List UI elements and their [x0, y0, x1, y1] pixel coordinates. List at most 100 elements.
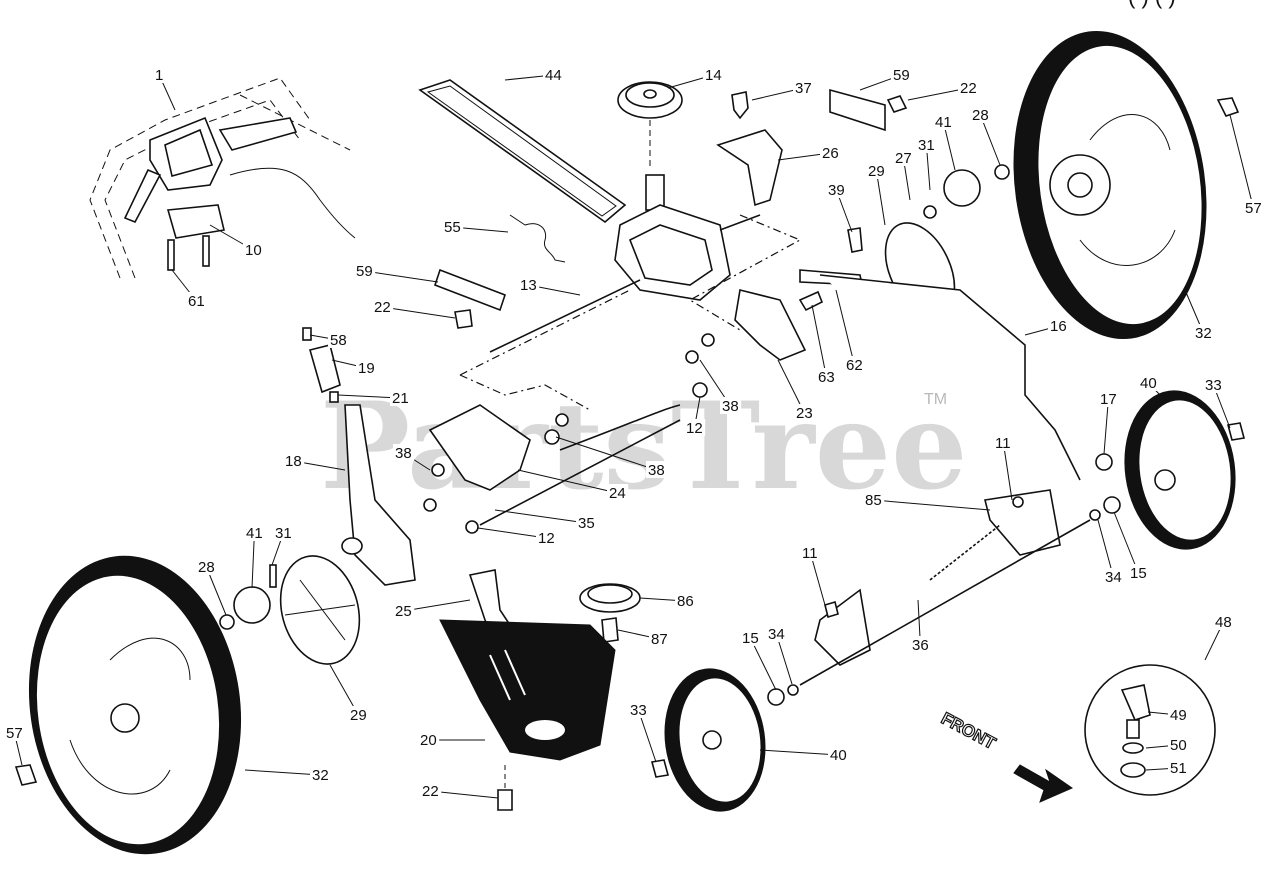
callout-leader	[494, 509, 587, 524]
washer-28-left	[219, 614, 235, 630]
callout-21: 21	[392, 390, 409, 407]
callout-bg	[543, 66, 565, 83]
callout-39: 39	[828, 182, 845, 199]
callout-10: 10	[245, 242, 262, 259]
callout-bg	[1193, 324, 1215, 341]
nut-38-f	[701, 333, 715, 347]
callout-leader	[1113, 511, 1139, 574]
callout-40: 40	[1140, 375, 1157, 392]
callout-bg	[354, 262, 376, 279]
callout-12: 12	[538, 530, 555, 547]
callout-bg	[283, 452, 305, 469]
callout-bg	[536, 529, 558, 546]
callout-leader	[811, 304, 827, 378]
callout-11: 11	[995, 435, 1011, 452]
washer-15-right	[1103, 496, 1121, 514]
callout-leader	[1229, 114, 1254, 209]
callout-bg	[153, 66, 166, 83]
callout-leader	[555, 436, 657, 471]
callout-bg	[820, 144, 842, 161]
lever-18	[344, 404, 416, 586]
callout-44: 44	[545, 67, 562, 84]
callout-leader	[364, 270, 439, 283]
handle-assembly	[89, 77, 356, 279]
callout-86: 86	[677, 593, 694, 610]
callout-leader	[430, 790, 499, 799]
callout-bg	[372, 298, 394, 315]
callout-22: 22	[374, 299, 391, 316]
callout-37: 37	[795, 80, 812, 97]
callout-1: 1	[155, 67, 163, 84]
bracket-26	[716, 129, 783, 207]
callout-bg	[4, 724, 26, 741]
callout-bg	[766, 625, 788, 642]
callout-bg	[866, 162, 888, 179]
callout-bg	[675, 592, 697, 609]
callout-bg	[893, 149, 915, 166]
callout-bg	[273, 524, 295, 541]
bolt-87	[601, 617, 619, 643]
bolt-11-left	[824, 600, 839, 619]
washer-27	[923, 205, 937, 219]
callout-bg	[916, 136, 938, 153]
pin-21	[329, 391, 339, 403]
callout-28: 28	[972, 107, 989, 124]
nut-38-d	[555, 413, 569, 427]
callout-23: 23	[796, 405, 813, 422]
drive-belt	[418, 79, 627, 224]
pin-31-left	[269, 564, 277, 588]
callout-50: 50	[1170, 737, 1187, 754]
callout-bg	[793, 79, 815, 96]
callout-leader	[875, 170, 886, 226]
callout-bg	[794, 404, 816, 421]
callout-bg	[348, 706, 370, 723]
transmission-pulley	[617, 81, 683, 170]
callout-leader	[775, 633, 793, 685]
callout-34: 34	[1105, 569, 1122, 586]
callout-leader	[809, 552, 826, 606]
callout-22: 22	[960, 80, 977, 97]
callout-bg	[910, 636, 932, 653]
callout-bg	[800, 544, 822, 561]
callout-leader	[835, 289, 855, 366]
callout-41: 41	[246, 525, 263, 542]
nut-38-c	[544, 429, 560, 445]
callout-leader	[517, 469, 618, 494]
callout-bg	[1103, 568, 1125, 585]
washer-15-left	[767, 688, 785, 706]
wheel-40-front-right	[1124, 390, 1236, 550]
callout-bg	[356, 359, 378, 376]
nut-38-a	[431, 463, 445, 477]
callout-leader	[873, 499, 991, 511]
callout-leader	[244, 769, 321, 776]
height-rod-16	[819, 274, 1081, 481]
clip-34-left	[787, 684, 799, 696]
callout-bg	[420, 782, 442, 799]
gear-41-left	[233, 586, 271, 624]
nut-33-left	[651, 759, 669, 778]
callout-bg	[740, 629, 762, 646]
callout-bg	[1243, 199, 1265, 216]
callout-bg	[393, 444, 415, 461]
callout-bg	[993, 434, 1015, 451]
callout-32: 32	[1195, 325, 1212, 342]
callout-24: 24	[609, 485, 626, 502]
callout-63: 63	[818, 369, 835, 386]
callout-29: 29	[350, 707, 367, 724]
callout-bg	[1213, 613, 1235, 630]
callout-bg	[844, 356, 866, 373]
nut-12-b	[465, 520, 479, 534]
callout-31: 31	[918, 137, 935, 154]
nut-33-right	[1227, 422, 1245, 441]
callout-bg	[244, 524, 266, 541]
callout-bg	[1138, 374, 1160, 391]
bolt-22-mid	[454, 309, 473, 329]
callout-41: 41	[935, 114, 952, 131]
wheel-40-front-left	[664, 668, 766, 812]
idler-pulley-86	[579, 583, 641, 613]
callout-leader	[1002, 442, 1013, 501]
callout-bg	[720, 397, 742, 414]
callout-leader	[382, 306, 456, 319]
screw-58	[302, 327, 312, 341]
